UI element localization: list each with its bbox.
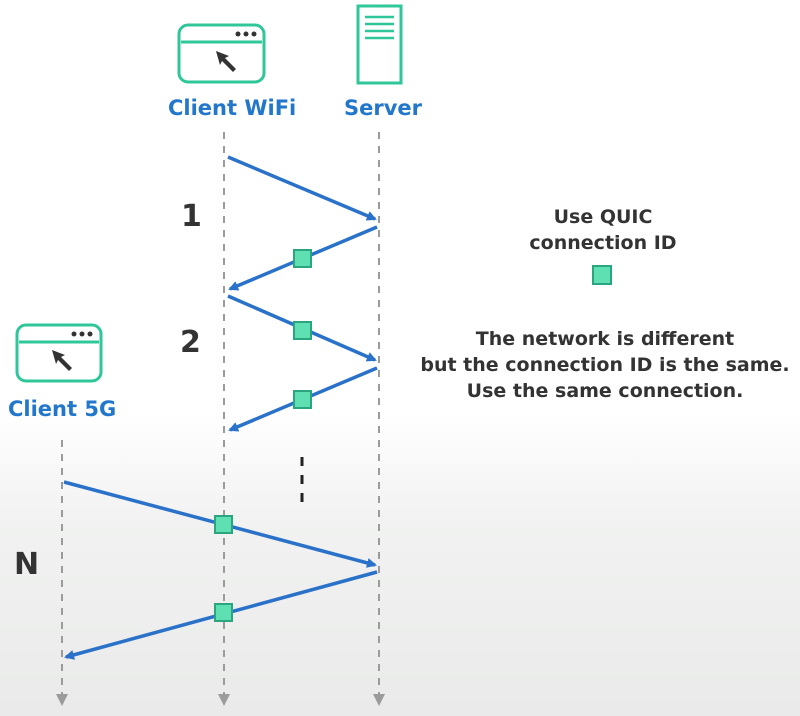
connection-id-marker [214,603,233,622]
cursor-icon [216,51,236,72]
connection-id-marker [293,390,312,409]
client-wifi-label: Client WiFi [168,96,297,120]
note-line: The network is different [475,328,735,350]
note-line: Use the same connection. [466,380,744,402]
quic-connection-id-note: Use QUIC connection ID [500,204,706,256]
step-label-2: 2 [180,325,201,360]
network-change-note: The network is different but the connect… [410,326,800,404]
client-wifi-browser-icon [177,23,266,84]
note-line: connection ID [529,232,677,254]
client-5g-browser-icon [15,323,103,383]
note-line: Use QUIC [553,206,653,228]
connection-id-marker [293,249,312,268]
note-line: but the connection ID is the same. [420,354,790,376]
message-1-request [227,155,377,221]
client-5g-label: Client 5G [8,397,117,421]
server-label: Server [344,96,423,120]
step-label-n: N [14,547,40,582]
connection-id-marker [214,515,233,534]
cursor-icon [52,350,72,371]
server-tower-icon [356,4,403,85]
legend-connection-id-marker [592,265,612,285]
step-label-1: 1 [181,199,202,234]
connection-id-marker [293,321,312,340]
